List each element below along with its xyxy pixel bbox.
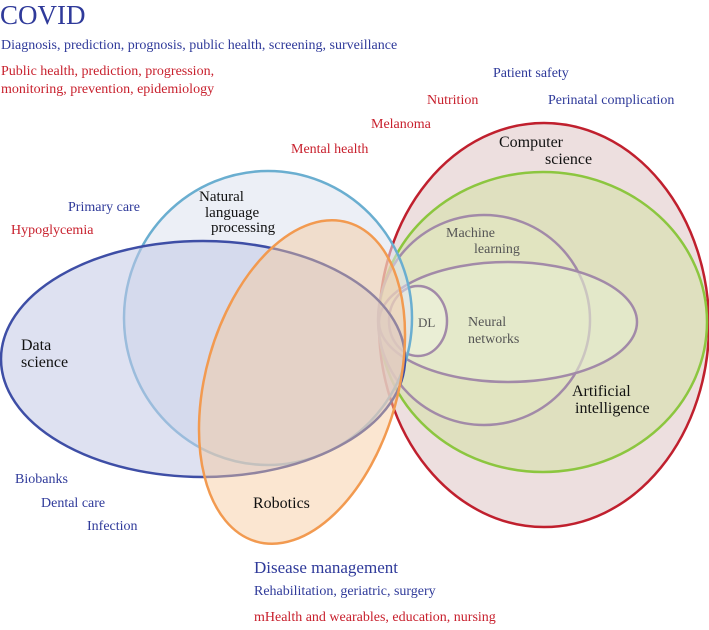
disease-management-title: Disease management [254, 558, 398, 577]
dl-label: DL [418, 315, 436, 330]
machine-learning-label-1: Machine [446, 226, 495, 241]
data-science-label-1: Data [21, 337, 52, 354]
nlp-label-2: language [205, 205, 260, 221]
artificial-intelligence-label-1: Artificial [572, 383, 631, 400]
primary-care-label: Primary care [68, 200, 140, 215]
covid-topics-line-2a: Public health, prediction, progression, [1, 64, 215, 79]
neural-networks-label-1: Neural [468, 315, 507, 330]
data-science-label-2: science [21, 354, 69, 371]
machine-learning-label-2: learning [474, 242, 520, 257]
computer-science-label-2: science [545, 151, 593, 168]
nlp-label-1: Natural [199, 189, 244, 205]
covid-title: COVID [0, 0, 86, 30]
patient-safety-label: Patient safety [493, 66, 569, 81]
nlp-label-3: processing [211, 220, 276, 236]
artificial-intelligence-label-2: intelligence [575, 400, 650, 417]
infection-label: Infection [87, 519, 138, 534]
disease-management-line-2: mHealth and wearables, education, nursin… [254, 610, 496, 625]
neural-networks-label-2: networks [468, 332, 520, 347]
computer-science-label-1: Computer [499, 134, 563, 151]
melanoma-label: Melanoma [371, 117, 431, 132]
mental-health-label: Mental health [291, 142, 369, 157]
biobanks-label: Biobanks [15, 472, 68, 487]
nutrition-label: Nutrition [427, 93, 479, 108]
dental-care-label: Dental care [41, 496, 106, 511]
covid-topics-line-1: Diagnosis, prediction, prognosis, public… [1, 38, 398, 53]
robotics-ellipse [197, 219, 407, 545]
disease-management-line-1: Rehabilitation, geriatric, surgery [254, 584, 436, 599]
covid-topics-line-2b: monitoring, prevention, epidemiology [1, 82, 215, 97]
robotics-label: Robotics [253, 495, 310, 512]
perinatal-complication-label: Perinatal complication [548, 93, 675, 108]
hypoglycemia-label: Hypoglycemia [11, 223, 94, 238]
